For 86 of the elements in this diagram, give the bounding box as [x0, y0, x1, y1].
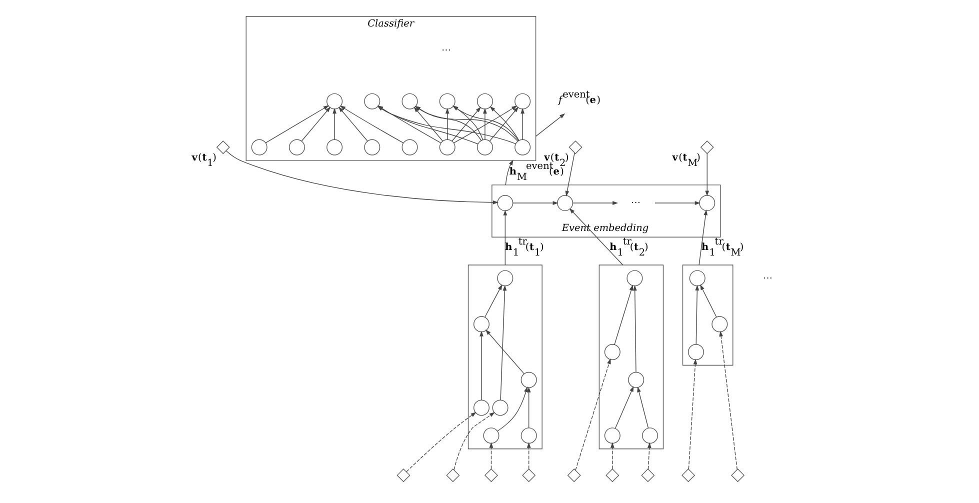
node-diamond [700, 140, 714, 154]
arrow [489, 442, 494, 470]
node-circle [326, 139, 343, 156]
arrow [695, 284, 700, 344]
node-diamond [731, 468, 745, 482]
node-circle [326, 93, 343, 110]
arrow [454, 412, 495, 470]
node-circle [557, 195, 574, 212]
node-diamond [446, 468, 460, 482]
node-diamond [216, 140, 230, 154]
node-circle [402, 139, 418, 156]
node-diamond [396, 468, 410, 482]
node-circle [604, 344, 620, 360]
arrow [535, 113, 566, 137]
node-circle [473, 316, 490, 332]
node-circle [476, 93, 493, 110]
node-circle [364, 93, 380, 110]
arrow [500, 285, 507, 400]
node-diamond [641, 468, 655, 482]
arrow [301, 106, 331, 142]
node-circle [402, 93, 418, 110]
arrow [614, 386, 634, 429]
node-circle [492, 400, 508, 416]
arrow [512, 201, 558, 205]
node-circle [288, 139, 305, 156]
arrow [484, 284, 502, 318]
node-circle [689, 270, 706, 286]
arrow [406, 412, 476, 472]
node-circle [497, 195, 514, 212]
arrow [480, 330, 484, 400]
node-circle [251, 139, 268, 156]
arrow [486, 329, 524, 374]
arrow [526, 442, 531, 470]
arrow [445, 108, 450, 140]
node-circle [476, 139, 493, 156]
arrow [614, 284, 634, 346]
arrow [610, 442, 614, 470]
node-circle [473, 400, 490, 416]
node-diamond [567, 468, 581, 482]
node-circle [712, 316, 728, 332]
node-circle [514, 139, 531, 156]
arrow [483, 108, 487, 140]
arrow [526, 386, 531, 428]
node-circle [439, 139, 456, 156]
node-circle [626, 270, 643, 286]
node-circle [520, 372, 537, 388]
arrow [632, 285, 637, 372]
node-circle [514, 93, 531, 110]
node-circle [439, 93, 456, 110]
arrow [637, 386, 649, 428]
arrow [572, 201, 618, 205]
node-diamond [606, 468, 620, 482]
arrow [719, 330, 738, 470]
arrow [332, 108, 336, 140]
node-circle [364, 139, 380, 156]
node-circle [642, 428, 658, 444]
node-circle [628, 372, 644, 388]
node-circle [688, 344, 704, 360]
node-circle [520, 428, 537, 444]
arrow [698, 210, 708, 266]
node-circle [699, 195, 716, 212]
arrow [647, 442, 652, 470]
arrow [654, 201, 700, 205]
node-circle [483, 428, 500, 444]
arrow [505, 160, 514, 186]
arrow [520, 108, 525, 140]
arrow [575, 358, 611, 471]
node-text: ⋯ [630, 198, 641, 209]
arrow [688, 358, 698, 470]
arrow [226, 150, 499, 204]
arrow [565, 152, 575, 196]
node-circle [497, 270, 514, 286]
arrow [705, 153, 710, 196]
node-diamond [522, 468, 536, 482]
arrow [503, 210, 508, 266]
label: ⋯ [763, 272, 774, 284]
node-diamond [568, 140, 582, 154]
arrow [338, 106, 368, 142]
arrow [497, 386, 528, 432]
arrow [569, 208, 624, 266]
node-diamond [682, 468, 696, 482]
label: ⋯ [441, 45, 452, 56]
arrow [700, 284, 717, 318]
arrow [265, 105, 330, 144]
node-diamond [484, 468, 498, 482]
node-circle [604, 428, 620, 444]
